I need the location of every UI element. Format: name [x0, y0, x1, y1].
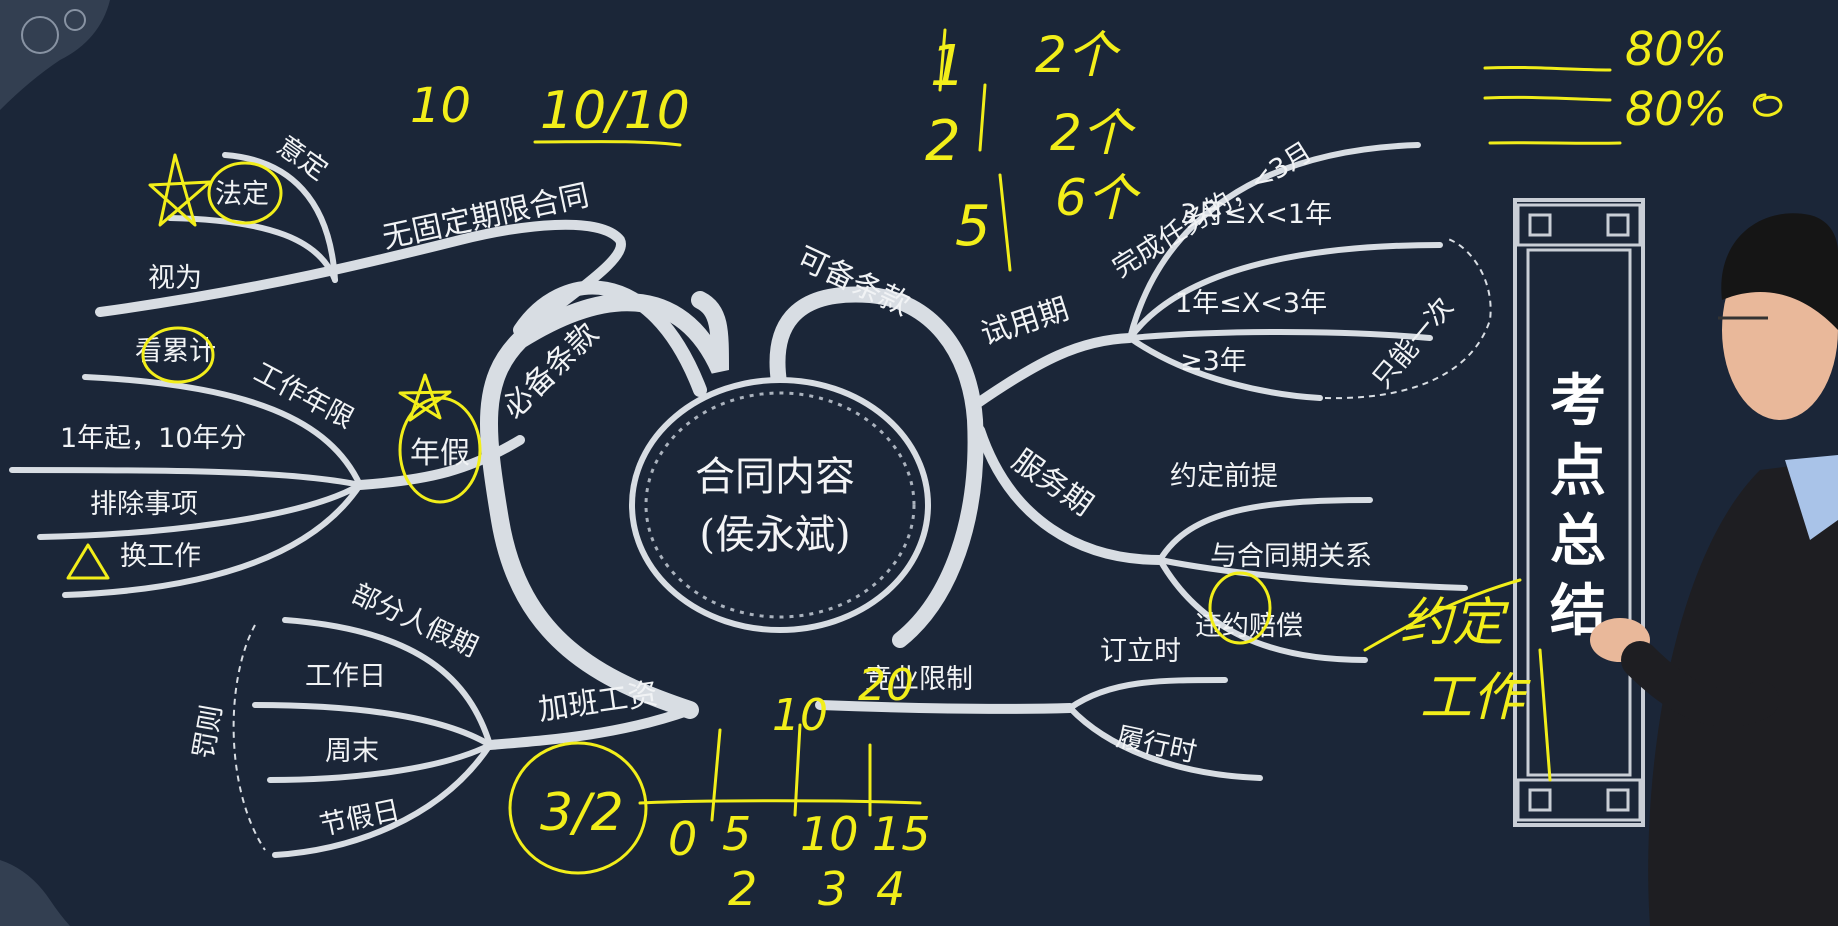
corner-ornament-top-left [0, 0, 110, 110]
scroll-char-2: 点 [1550, 438, 1606, 504]
open-ended-item-agreed: 意定 [271, 130, 333, 186]
overtime-item-festival: 节假日 [317, 795, 403, 842]
ink-math-1: 1 [930, 34, 966, 99]
ink-circle-ratio [508, 741, 648, 875]
annual-leave-item-job-change: 换工作 [120, 541, 201, 572]
ink-math-2: 2个 [1035, 26, 1122, 84]
overtime-penalty-label: 罚则 [188, 703, 228, 762]
ink-math-5: 5 [955, 194, 991, 259]
probation-label: 试用期 [977, 292, 1073, 353]
center-node: 合同内容 (侯永斌) [629, 377, 931, 633]
presenter-figure [1590, 213, 1838, 926]
ink-right-stroke-2 [1538, 648, 1552, 782]
open-ended-contract-label: 无固定期限合同 [379, 178, 592, 256]
ink-timeline-multiplier-3: 3 [818, 862, 847, 916]
ink-timeline-top-1: 10 [772, 690, 828, 741]
ink-underline-top [533, 140, 682, 147]
ink-timeline-10: 10 [800, 807, 859, 861]
branch-lines [9, 142, 1492, 858]
ink-annotations: 10 10/10 1 2个 2 2个 5 6个 80% 80% 10 20 0 … [66, 22, 1783, 916]
ink-timeline-tick-2 [793, 723, 802, 817]
probation-once-note: 只能一次 [1367, 292, 1460, 395]
open-ended-item-statutory: 法定 [215, 179, 269, 210]
ink-percent-2: 80% [1625, 82, 1727, 136]
scroll-char-3: 总 [1550, 508, 1606, 574]
ink-top-number: 10 [410, 78, 471, 134]
ink-right-stroke-1 [1363, 578, 1522, 652]
ink-timeline-axis [638, 799, 922, 805]
scroll-char-1: 考 [1550, 368, 1606, 434]
non-compete-label: 竞业限制 [865, 664, 973, 695]
ink-right-note-2: 工作 [1420, 668, 1531, 728]
ink-squiggle [1752, 93, 1783, 117]
annual-leave-item-start: 1年起，10年分 [60, 423, 247, 454]
ink-timeline-top-2: 20 [858, 660, 914, 711]
ink-rule-3 [1488, 141, 1622, 145]
service-item-premise: 约定前提 [1170, 461, 1278, 492]
ink-timeline-tick-1 [710, 728, 722, 822]
ink-circle-cumulative [141, 326, 215, 384]
corner-ornament-bottom-left [0, 860, 70, 926]
annual-leave-item-exclusions: 排除事项 [90, 489, 198, 520]
ink-math-4: 2个 [1050, 104, 1137, 162]
center-subtitle: (侯永斌) [699, 512, 850, 558]
ink-circle-statutory [207, 161, 283, 225]
ink-timeline-multiplier-2: 2 [728, 862, 757, 916]
ink-timeline-multiplier-4: 4 [876, 862, 905, 916]
ink-circle-breach [1208, 571, 1272, 645]
service-period-label: 服务期 [1005, 443, 1099, 523]
ink-rule-2 [1483, 95, 1612, 102]
overtime-item-weekend: 周末 [325, 736, 379, 767]
ink-math-stroke-3 [998, 173, 1012, 272]
ink-star-annual-leave [398, 373, 452, 422]
ink-math-3: 2 [925, 109, 961, 174]
probation-item-1y-3y: 1年≤X<3年 [1175, 288, 1327, 319]
ink-top-fraction: 10/10 [540, 81, 690, 141]
ink-circled-ratio: 3/2 [540, 783, 624, 843]
probation-item-3m-1y: 3月≤X<1年 [1180, 199, 1332, 230]
ink-timeline-5: 5 [722, 807, 751, 861]
ink-triangle-job-change [66, 543, 110, 580]
non-compete-item-signing: 订立时 [1100, 636, 1181, 667]
probation-item-over-3y: ≥3年 [1180, 346, 1247, 377]
annual-leave-label: 年假 [410, 436, 470, 471]
ink-rule-1 [1483, 65, 1612, 72]
ink-math-6: 6个 [1055, 169, 1142, 227]
ink-math-stroke-1 [938, 28, 947, 92]
service-item-contract-relation: 与合同期关系 [1210, 541, 1372, 572]
ink-percent-1: 80% [1625, 22, 1727, 76]
summary-scroll: 考 点 总 结 [1513, 198, 1645, 827]
ink-timeline-0: 0 [668, 812, 697, 866]
ink-star-statutory [148, 153, 212, 227]
ink-timeline-15: 15 [872, 807, 931, 861]
ink-math-stroke-2 [978, 83, 987, 152]
ink-right-note-1: 约定 [1400, 593, 1510, 653]
open-ended-item-deemed: 视为 [148, 263, 202, 294]
center-title: 合同内容 [695, 454, 855, 500]
overtime-item-workday: 工作日 [305, 661, 386, 692]
